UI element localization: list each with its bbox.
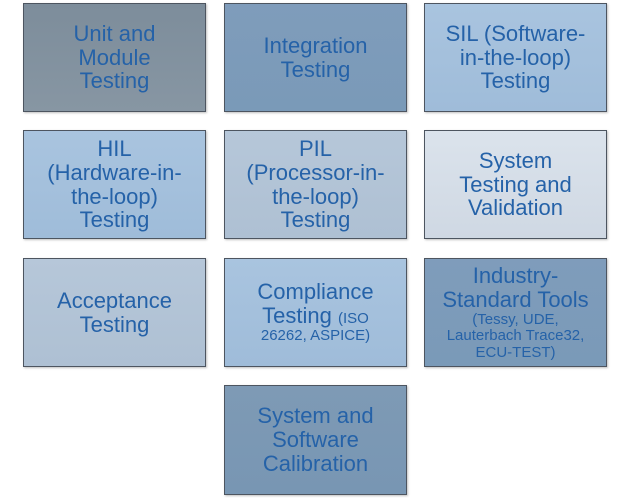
tile-line: System and [257, 403, 374, 429]
tile-unit-module-testing: Unit and Module Testing [23, 3, 206, 112]
tile-line: Integration [263, 32, 368, 58]
tile-line: (Hardware-in- [47, 159, 182, 185]
tile-calibration: System and Software Calibration [224, 385, 407, 495]
tile-line: Validation [468, 195, 563, 221]
tile-line: Calibration [262, 450, 369, 476]
tile-sil-testing: SIL (Software- in-the-loop) Testing [424, 3, 607, 112]
tile-title-line2: Standard Tools [442, 286, 589, 312]
tile-small-text: (ISO [338, 310, 369, 328]
tile-line: HIL [97, 136, 132, 161]
tile-line: the-loop) [272, 183, 359, 209]
tile-line: Testing and [459, 171, 572, 197]
tile-line: Testing [79, 207, 150, 233]
tile-line: Testing [79, 311, 150, 337]
tile-pil-testing: PIL (Processor-in- the-loop) Testing [224, 130, 407, 239]
tile-line: SIL (Software- [445, 20, 586, 46]
tile-acceptance-testing: Acceptance Testing [23, 258, 206, 367]
tile-line: System [478, 147, 553, 173]
tile-small-text: 26262, ASPICE) [260, 326, 371, 344]
tile-sub-text: (Tessy, UDE, [472, 310, 559, 328]
tile-line: (Processor-in- [246, 159, 385, 185]
tile-line: in-the-loop) [459, 44, 572, 70]
tile-line: Unit and [73, 20, 156, 46]
tile-line: the-loop) [71, 183, 158, 209]
tile-title: Industry- [472, 263, 559, 288]
tile-integration-testing: Integration Testing [224, 3, 407, 112]
tile-line: Testing [280, 56, 351, 82]
tile-line: Acceptance [57, 287, 172, 313]
tile-line: Testing [280, 207, 351, 233]
tile-title2: Testing [262, 303, 332, 329]
tile-line: PIL [298, 136, 333, 161]
tile-line: Testing [79, 68, 150, 94]
tile-industry-standard-tools: Industry- Standard Tools (Tessy, UDE, La… [424, 258, 607, 367]
tile-sub-text: Lauterbach Trace32, [446, 327, 585, 344]
tile-title: Compliance [257, 279, 374, 305]
tile-line: Software [272, 427, 359, 453]
tile-compliance-testing: Compliance Testing (ISO 26262, ASPICE) [224, 258, 407, 367]
tile-system-testing-validation: System Testing and Validation [424, 130, 607, 239]
tile-hil-testing: HIL (Hardware-in- the-loop) Testing [23, 130, 206, 239]
tile-line: Testing [480, 68, 551, 94]
tile-title-line2: Testing (ISO [262, 304, 369, 328]
tile-line: Module [78, 44, 151, 70]
tile-sub-text: ECU-TEST) [475, 343, 556, 361]
